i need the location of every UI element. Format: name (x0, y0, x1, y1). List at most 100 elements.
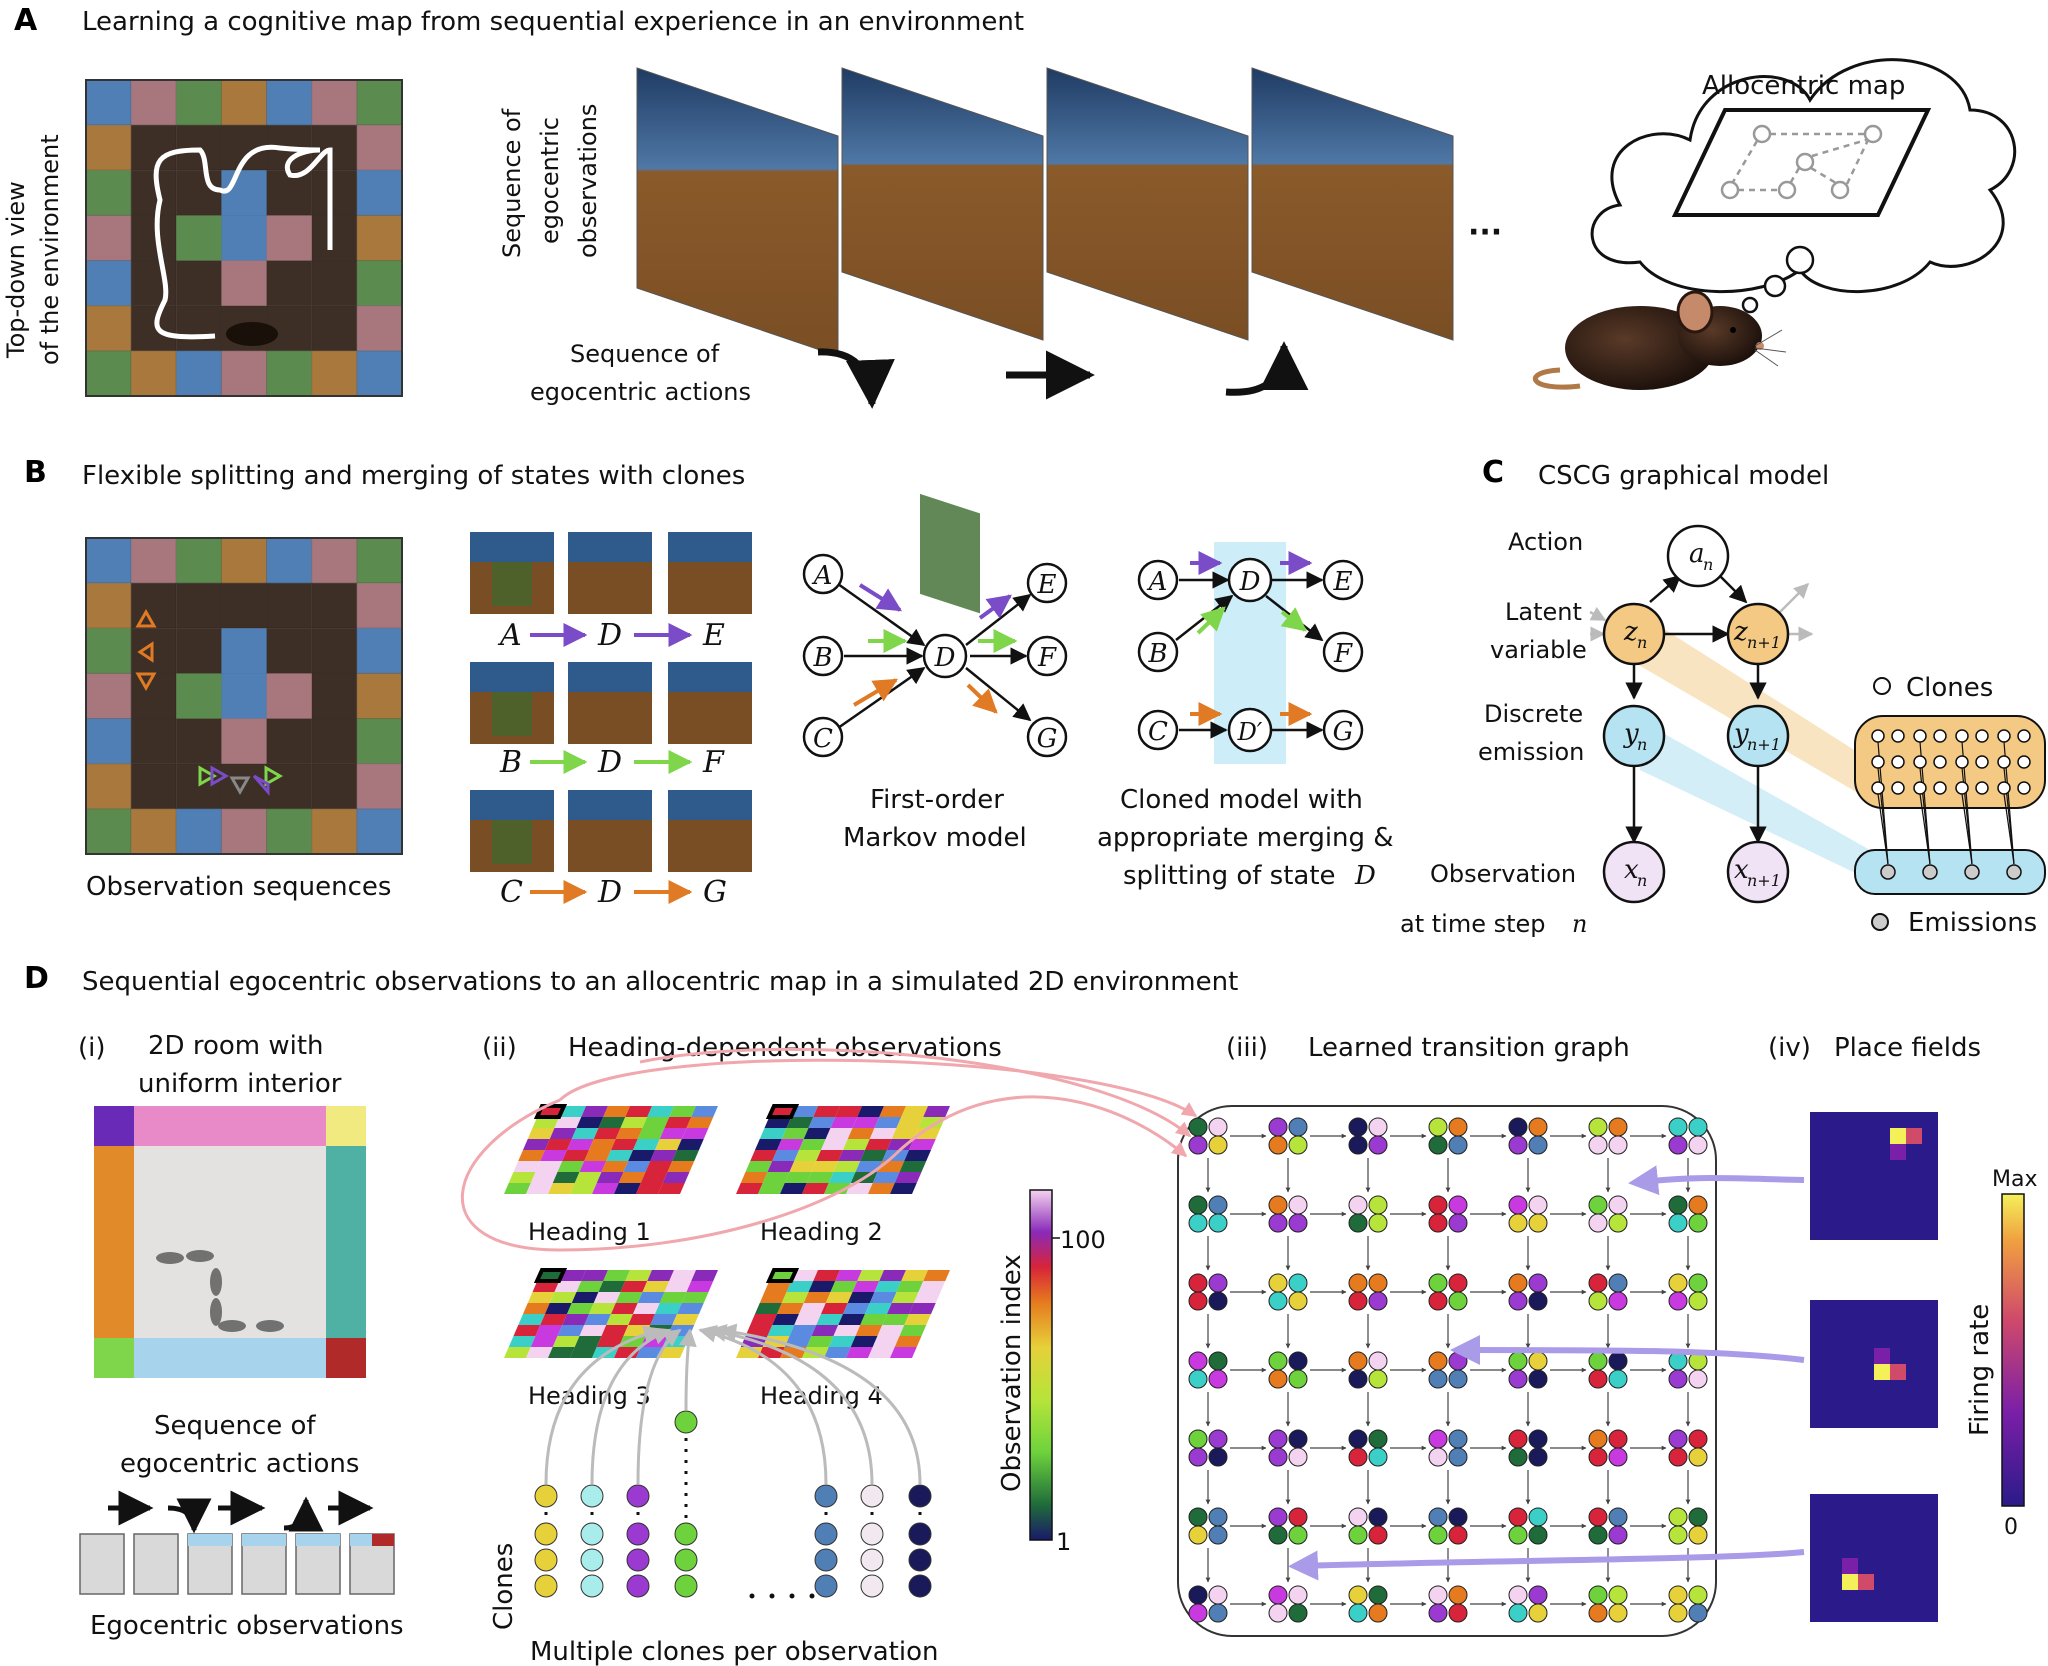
fr-min-tick: 0 (2004, 1515, 2018, 1540)
clone-node (908, 1574, 932, 1598)
clone-dot (1997, 781, 2011, 795)
obs-frame (841, 67, 1044, 341)
env-tile (85, 672, 132, 720)
heading-cell (781, 1128, 809, 1139)
heading-2: Heading 2 (760, 1218, 883, 1246)
graph-node (1448, 1525, 1468, 1545)
graph-node (1368, 1507, 1388, 1527)
graph-node (1268, 1117, 1288, 1137)
place-field-peak (1890, 1128, 1906, 1144)
env-tile (130, 582, 177, 629)
clone-node-b: B (1147, 639, 1167, 669)
heading-cell (549, 1128, 577, 1139)
heading-cell (838, 1314, 865, 1325)
graph-node (1348, 1447, 1368, 1467)
place-field-peak (1874, 1364, 1890, 1380)
env-tile (130, 260, 177, 307)
heading-cell (625, 1270, 652, 1281)
graph-node (1188, 1135, 1208, 1155)
env-tile (130, 305, 177, 352)
clone-node (580, 1484, 604, 1508)
graph-node (1208, 1369, 1228, 1389)
clone-node (580, 1522, 604, 1546)
heading-cell (513, 1325, 541, 1336)
clone-node (626, 1548, 650, 1572)
label-y1: y (1733, 719, 1749, 749)
graph-node (1348, 1117, 1368, 1137)
graph-node (1188, 1429, 1208, 1449)
heading-cell (869, 1292, 897, 1303)
graph-node (1188, 1525, 1208, 1545)
graph-node (1428, 1429, 1448, 1449)
heading-cell (750, 1150, 777, 1161)
heading-cell (847, 1292, 875, 1303)
graph-node (1428, 1195, 1448, 1215)
clone-node (814, 1574, 838, 1598)
heading-cell (642, 1117, 670, 1128)
env-tile (266, 627, 313, 674)
env-tile (175, 169, 222, 216)
heading-cell (909, 1139, 936, 1150)
node-a-label: A (812, 561, 833, 591)
graph-node (1688, 1429, 1708, 1449)
clone-node (534, 1548, 558, 1572)
heading-cell (640, 1172, 668, 1183)
env-tile (356, 169, 403, 216)
env-tile (356, 582, 403, 629)
heading-cell (901, 1270, 928, 1281)
heading-cell (828, 1172, 856, 1183)
clone-dot (1933, 755, 1947, 769)
heading-4: Heading 4 (760, 1382, 883, 1410)
heading-cell (618, 1172, 646, 1183)
heading-cell (579, 1161, 607, 1172)
graph-node (1508, 1135, 1528, 1155)
heading-cell (736, 1183, 763, 1194)
heading-cell (598, 1281, 626, 1292)
graph-node (1288, 1291, 1308, 1311)
graph-node (1368, 1447, 1388, 1467)
thumb-sky (470, 532, 554, 562)
heading-cell (672, 1314, 699, 1325)
graph-node (1208, 1447, 1228, 1467)
heading-cell (606, 1314, 633, 1325)
graph-node (1668, 1585, 1688, 1605)
clone-dot (1871, 755, 1885, 769)
graph-node (1448, 1291, 1468, 1311)
clone-node-g: G (1333, 717, 1354, 747)
trajectory-path (153, 144, 333, 340)
env-tile (130, 214, 177, 262)
graph-node (1428, 1351, 1448, 1371)
clones-vertical-label: Clones (489, 1543, 519, 1630)
env-tile (266, 79, 313, 126)
graph-node (1588, 1117, 1608, 1137)
heading-cell (596, 1172, 624, 1183)
heading-cell (620, 1281, 648, 1292)
graph-node (1208, 1507, 1228, 1527)
graph-node (1668, 1291, 1688, 1311)
place-field-halo (1858, 1574, 1874, 1590)
label-z-sub: n (1637, 633, 1647, 652)
env-tile (356, 124, 403, 171)
heading-cell (833, 1161, 861, 1172)
graph-node (1188, 1369, 1208, 1389)
heading-cell (872, 1336, 900, 1347)
heading-markers (135, 608, 284, 796)
place-field-peak (1842, 1574, 1858, 1590)
graph-node (1288, 1135, 1308, 1155)
firing-label: Firing rate (1965, 1304, 1995, 1436)
heading-cell (872, 1172, 900, 1183)
ego-wall (296, 1534, 340, 1546)
heading-cell (887, 1303, 914, 1314)
heading-cell (686, 1281, 714, 1292)
graph-node (1608, 1351, 1628, 1371)
heading-cell (518, 1150, 545, 1161)
graph-node (1188, 1351, 1208, 1371)
env-obstacle (221, 215, 267, 261)
heading-cell (824, 1347, 851, 1358)
graph-node (1348, 1351, 1368, 1371)
2d-room (94, 1106, 366, 1378)
d-iii-title: Learned transition graph (1308, 1033, 1630, 1063)
observation-frames (636, 67, 1454, 614)
graph-node (1428, 1507, 1448, 1527)
clone-dot (2017, 755, 2031, 769)
